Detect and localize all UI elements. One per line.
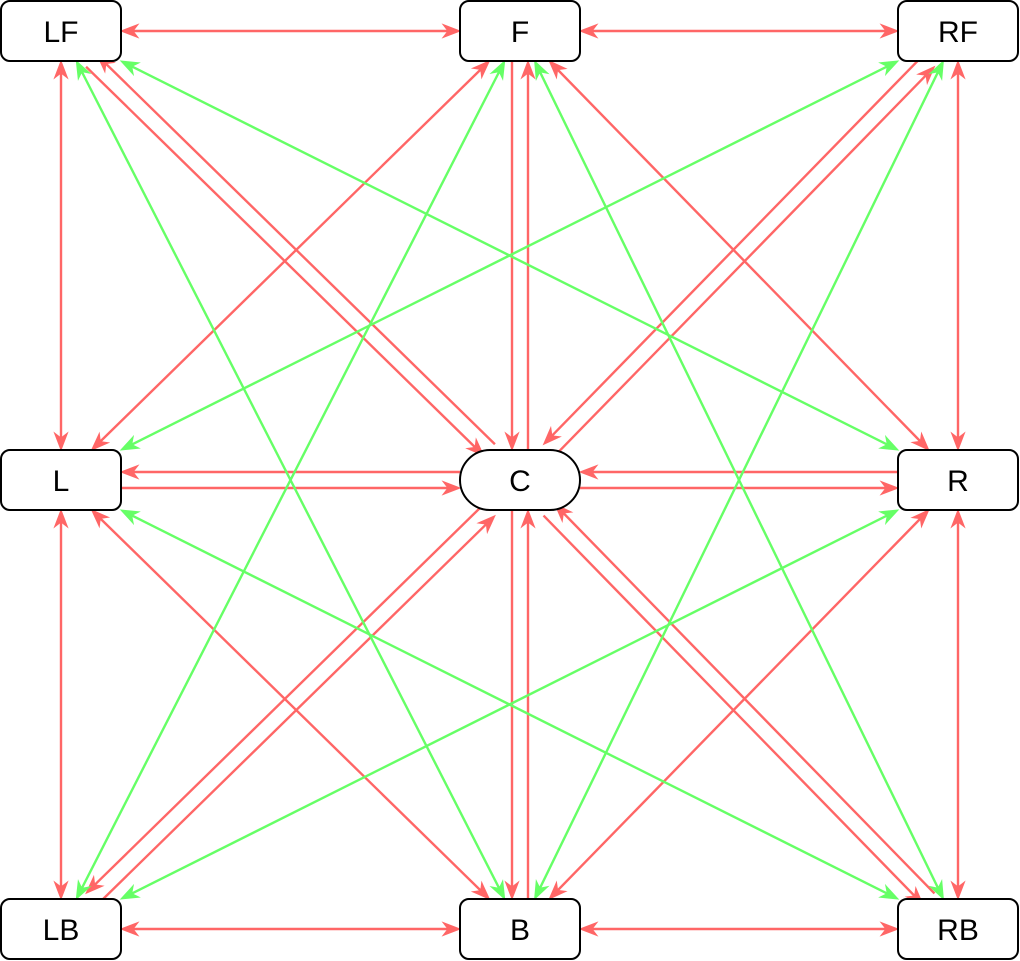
- node-l: L: [0, 449, 122, 511]
- arrow-head: [470, 880, 491, 900]
- arrow-head: [950, 59, 966, 80]
- edge-rf-l: [127, 63, 892, 448]
- node-label-c: C: [509, 465, 531, 498]
- arrow-head: [119, 434, 141, 451]
- arrow-head: [542, 425, 562, 446]
- arrow-head: [878, 434, 900, 451]
- edge-rf-b: [537, 67, 941, 893]
- arrow-head: [53, 431, 69, 452]
- edge-l-f: [96, 65, 485, 446]
- node-rf: RF: [897, 0, 1019, 62]
- edge-c-lb: [90, 503, 485, 889]
- arrow-head: [878, 509, 900, 526]
- node-b: B: [459, 898, 581, 960]
- arrow-head: [504, 431, 520, 452]
- edge-rb-c: [559, 509, 936, 895]
- node-label-rf: RF: [938, 16, 978, 49]
- arrow-head: [950, 431, 966, 452]
- node-label-f: F: [511, 16, 529, 49]
- node-label-b: B: [510, 914, 530, 947]
- edge-r-lb: [127, 512, 892, 897]
- node-r: R: [897, 449, 1019, 511]
- arrow-head: [441, 23, 462, 39]
- edges-layer: [53, 23, 966, 937]
- node-lf: LF: [0, 0, 122, 62]
- arrow-head: [578, 464, 599, 480]
- node-label-l: L: [53, 465, 70, 498]
- arrow-head: [520, 59, 536, 80]
- node-label-lf: LF: [43, 16, 78, 49]
- arrow-head: [520, 508, 536, 529]
- arrow-head: [878, 60, 900, 77]
- node-f: F: [459, 0, 581, 62]
- arrow-head: [879, 480, 900, 496]
- arrow-head: [910, 508, 930, 529]
- arrow-head: [910, 431, 930, 452]
- arrow-head: [441, 921, 462, 937]
- arrow-head: [950, 880, 966, 901]
- node-lb: LB: [0, 898, 122, 960]
- arrow-head: [470, 60, 491, 80]
- node-c: C: [459, 449, 581, 511]
- arrow-head: [928, 59, 944, 81]
- arrow-head: [578, 23, 599, 39]
- arrow-head: [928, 879, 944, 901]
- node-label-lb: LB: [43, 914, 80, 947]
- arrow-head: [90, 509, 111, 529]
- arrow-head: [75, 879, 92, 901]
- arrow-head: [950, 508, 966, 529]
- arrow-head: [441, 480, 462, 496]
- arrow-head: [534, 879, 550, 901]
- arrow-head: [53, 508, 69, 529]
- arrow-head: [53, 59, 69, 80]
- node-rb: RB: [897, 898, 1019, 960]
- arrow-head: [548, 880, 568, 901]
- arrow-head: [119, 464, 140, 480]
- arrow-head: [879, 23, 900, 39]
- arrow-head: [476, 514, 496, 535]
- node-label-r: R: [947, 465, 969, 498]
- edge-lb-c: [96, 520, 491, 906]
- edge-c-rf: [554, 71, 930, 457]
- edge-l-b: [96, 514, 485, 895]
- arrow-head: [119, 23, 140, 39]
- arrow-head: [119, 921, 140, 937]
- edge-c-rb: [542, 514, 919, 900]
- arrow-head: [90, 431, 111, 451]
- arrow-head: [119, 60, 141, 77]
- arrow-head: [548, 59, 568, 80]
- edge-b-r: [553, 514, 925, 895]
- node-label-rb: RB: [937, 914, 979, 947]
- arrow-head: [489, 59, 506, 81]
- arrow-head: [75, 59, 92, 81]
- arrow-head: [53, 880, 69, 901]
- edge-c-lf: [102, 60, 496, 446]
- edge-rf-c: [548, 54, 924, 440]
- edge-lf-c: [85, 65, 479, 451]
- arrow-head: [119, 883, 141, 900]
- arrow-head: [119, 509, 141, 526]
- arrow-head: [534, 59, 550, 81]
- arrow-head: [879, 921, 900, 937]
- arrow-head: [916, 65, 936, 86]
- arrow-head: [878, 883, 900, 900]
- edge-f-lb: [78, 67, 503, 893]
- arrow-head: [504, 880, 520, 901]
- edge-f-r: [553, 65, 925, 446]
- arrow-head: [85, 874, 105, 895]
- arrow-head: [578, 921, 599, 937]
- arrow-head: [489, 879, 506, 901]
